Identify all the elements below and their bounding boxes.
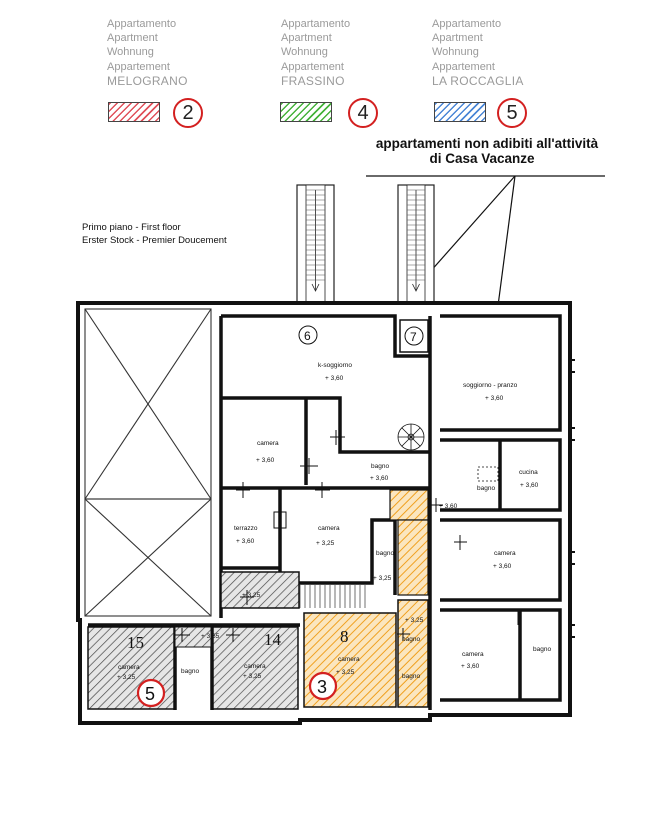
note-line-2: di Casa Vacanze: [429, 151, 535, 166]
legend-line: Wohnung: [281, 46, 328, 59]
room-height: + 3,60: [439, 503, 458, 510]
interior-walls: [88, 314, 562, 710]
stair-number-6: 6: [304, 329, 311, 343]
stair-treads: [306, 189, 425, 281]
legend-number-4: 4: [348, 98, 378, 128]
legend-frassino-text: Appartamento Apartment Wohnung Apparteme…: [281, 17, 350, 88]
room-label: bagno: [371, 463, 389, 470]
room-number-14: 14: [264, 630, 282, 649]
room-height: + 3,60: [493, 563, 512, 570]
room-height: + 3,60: [520, 482, 539, 489]
courtyard: [84, 308, 212, 617]
hatched-region-landing: [174, 626, 212, 648]
hatched-region-stair: [397, 519, 429, 596]
unit-number-5: 5: [145, 684, 155, 704]
room-height: + 3,60: [370, 475, 389, 482]
window-marks: [120, 359, 575, 724]
room-label: camera: [338, 656, 360, 663]
legend-line: Wohnung: [432, 46, 479, 59]
legend-line: Apartment: [281, 32, 332, 45]
floor-label-line-1: Primo piano - First floor: [82, 222, 181, 233]
hatched-region-corridor: [220, 571, 300, 609]
legend-apartment-name: MELOGRANO: [107, 73, 188, 88]
legend-swatch-roccaglia: [434, 102, 486, 122]
floor-label-line-2: Erster Stock - Premier Doucement: [82, 234, 227, 246]
room-label: camera: [462, 651, 484, 658]
hatched-region-stair-top: [389, 489, 429, 521]
legend-swatch-frassino: [280, 102, 332, 122]
room-height: + 3,25: [405, 617, 424, 624]
room-height: + 3,25: [243, 673, 262, 680]
external-staircase-left: [296, 184, 335, 304]
room-number-8: 8: [340, 627, 349, 646]
door-marks: [175, 430, 519, 642]
room-label: cucina: [519, 469, 538, 476]
room-label: terrazzo: [234, 525, 258, 532]
legend-number-5: 5: [497, 98, 527, 128]
room-label: camera: [244, 663, 266, 670]
room-height: + 3,25: [336, 669, 355, 676]
legend-line: Appartamento: [107, 18, 177, 30]
floor-label: Primo piano - First floor Erster Stock -…: [82, 222, 227, 247]
legend-apartment-name: LA ROCCAGLIA: [432, 73, 524, 88]
legend-line: Apartment: [107, 32, 158, 45]
legend-swatch-melograno: [108, 102, 160, 122]
legend-number-2: 2: [173, 98, 203, 128]
legend-apartment-name: FRASSINO: [281, 73, 345, 88]
legend-roccaglia-text: Appartamento Apartment Wohnung Apparteme…: [432, 17, 524, 88]
stair-number-7-circle: [404, 326, 424, 346]
room-height: + 3,60: [485, 395, 504, 402]
room-label: bagno: [533, 646, 551, 653]
legend-line: Wohnung: [107, 46, 154, 59]
unit-circle-5: [136, 678, 166, 708]
room-height: + 3,60: [325, 375, 344, 382]
legend-line: Apartment: [432, 32, 483, 45]
stair-number-6-circle: [298, 325, 318, 345]
room-label: camera: [257, 440, 279, 447]
legend-line: Appartamento: [432, 18, 502, 30]
legend-line: Appartamento: [281, 18, 351, 30]
room-labels: k-soggiorno + 3,60 soggiorno - pranzo + …: [117, 362, 551, 681]
legend-melograno-text: Appartamento Apartment Wohnung Apparteme…: [107, 17, 188, 88]
room-height: + 3,60: [236, 538, 255, 545]
room-height: + 3,25: [373, 575, 392, 582]
internal-stair-treads: [299, 585, 366, 608]
external-staircase-right: [397, 184, 435, 304]
room-label: soggiorno - pranzo: [463, 382, 518, 389]
hatched-region-bagno-8: [397, 599, 429, 708]
room-label: bagno: [376, 550, 394, 557]
note-line-1: appartamenti non adibiti all'attività: [375, 136, 599, 151]
legend-line: Appartement: [107, 60, 170, 73]
hatched-region-room-14: [212, 626, 299, 710]
room-label: camera: [494, 550, 516, 557]
room-label: camera: [318, 525, 340, 532]
room-label: bagno: [181, 668, 199, 675]
room-height: + 3,65: [201, 633, 220, 640]
legend-line: Appartement: [432, 60, 495, 73]
room-height: + 3,60: [256, 457, 275, 464]
room-number-15: 15: [127, 633, 144, 652]
bathtub-fixture: [477, 466, 499, 482]
building-outline: [76, 301, 572, 725]
room-label: bagno: [402, 673, 420, 680]
room-numbers: 15 14 8: [127, 627, 349, 652]
room-height: + 3,25: [117, 674, 136, 681]
room-height: + 3,25: [242, 592, 261, 599]
room-label: camera: [118, 664, 140, 671]
room-label: bagno: [477, 485, 495, 492]
stair-number-7: 7: [410, 330, 417, 344]
unit-circle-3: [308, 671, 338, 701]
note-text: appartamenti non adibiti all'attività di…: [356, 136, 618, 166]
spiral-staircase: [397, 423, 425, 451]
legend-line: Appartement: [281, 60, 344, 73]
room-height: + 3,60: [461, 663, 480, 670]
unit-number-3: 3: [317, 677, 327, 697]
room-label: k-soggiorno: [318, 362, 352, 369]
room-height: + 3,25: [316, 540, 335, 547]
room-label: bagno: [402, 636, 420, 643]
